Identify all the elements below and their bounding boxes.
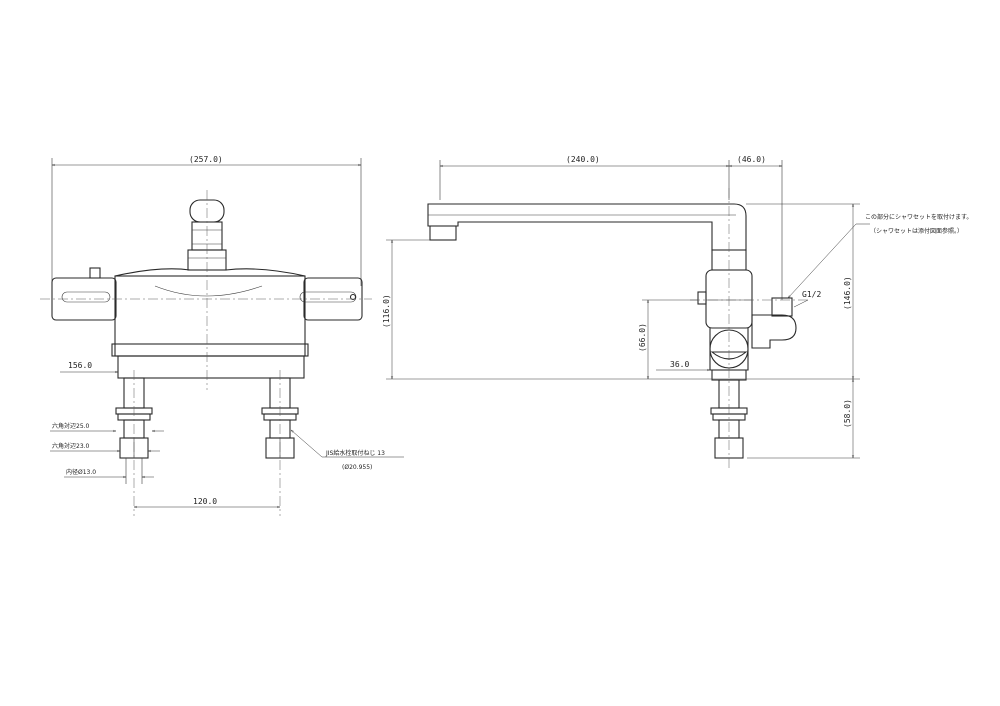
dim-inner-dia: 内径Ø13.0 xyxy=(66,468,96,476)
note-shower-line2: （シャワセットは添付図面参照。） xyxy=(870,227,963,235)
note-thread-line1: JIS給水栓取付ねじ 13 xyxy=(325,449,385,457)
dim-overall-width: (257.0) xyxy=(189,155,223,164)
side-view: (240.0) (46.0) xyxy=(382,155,972,470)
dim-pitch: 120.0 xyxy=(193,497,217,506)
dim-hex-outer: 六角対辺25.0 xyxy=(52,422,90,430)
dim-depth: 36.0 xyxy=(670,360,689,369)
note-thread-line2: (Ø20.955) xyxy=(342,464,372,471)
dim-offset: (46.0) xyxy=(737,155,766,164)
dim-body-height: 156.0 xyxy=(68,361,92,370)
note-shower-line1: この部分にシャワセットを取付けます。 xyxy=(865,213,972,221)
dim-hex-inner: 六角対辺23.0 xyxy=(52,442,90,450)
dim-spout-reach: (240.0) xyxy=(566,155,600,164)
side-body xyxy=(697,249,797,381)
dim-thread: G1/2 xyxy=(802,290,821,299)
dim-spout-height: (116.0) xyxy=(382,294,391,328)
dim-total-height: (146.0) xyxy=(843,276,852,310)
front-view: (257.0) xyxy=(40,155,404,516)
side-spout xyxy=(427,203,747,251)
dim-mid-height: (66.0) xyxy=(638,323,647,352)
dim-shank-length: (58.0) xyxy=(843,399,852,428)
